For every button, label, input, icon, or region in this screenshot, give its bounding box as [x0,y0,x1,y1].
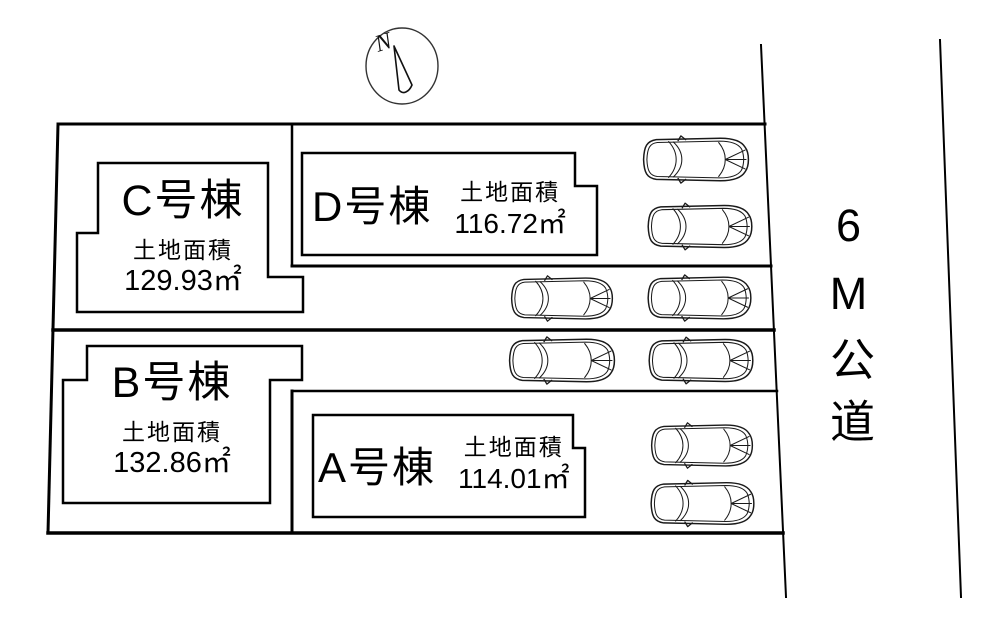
car-icon [642,135,750,184]
parcel-d-area-value: 116.72㎡ [454,208,566,239]
building-outline-D [300,151,599,257]
building-outline-A [311,413,587,519]
car-icon [647,202,753,251]
car-icon [647,274,752,322]
parcel-b-area-value: 132.86㎡ [113,447,231,479]
north-compass: N [365,27,439,105]
building-outline-B [61,344,304,505]
road-label: 6M公道 [823,200,874,460]
parcel-label-d: D号棟 土地面積 116.72㎡ [312,181,566,239]
compass-needle [393,45,413,94]
parcel-d-name: D号棟 [312,183,433,230]
parcel-c-name: C号棟 [121,177,245,225]
parcel-a-area-caption: 土地面積 [463,434,564,460]
parcel-label-c: C号棟 土地面積 129.93㎡ [88,180,278,296]
parcel-label-b: B号棟 土地面積 132.86㎡ [82,362,262,478]
car-icon [650,422,754,469]
boundary-line-road-edge-west [759,43,788,599]
parcel-label-a: A号棟 土地面積 114.01㎡ [318,436,570,494]
building-outline-C [75,161,305,314]
boundary-line-road-edge-east [938,38,963,599]
parcel-a-area-value: 114.01㎡ [458,463,570,494]
car-icon [510,275,614,322]
parcel-b-area-caption: 土地面積 [122,419,222,445]
compass-north-letter: N [371,27,397,58]
parcel-c-area-caption: 土地面積 [133,237,233,263]
car-icon [508,336,616,385]
parcel-b-name: B号棟 [111,359,233,407]
compass-circle [365,27,439,105]
boundary-lines-layer [46,38,963,599]
car-icon [648,336,754,385]
parcel-a-name: A号棟 [318,444,437,491]
parcel-c-area-value: 129.93㎡ [124,265,242,297]
building-outlines-layer [61,151,599,519]
car-icon [650,479,755,528]
parcel-d-area-caption: 土地面積 [460,179,561,205]
